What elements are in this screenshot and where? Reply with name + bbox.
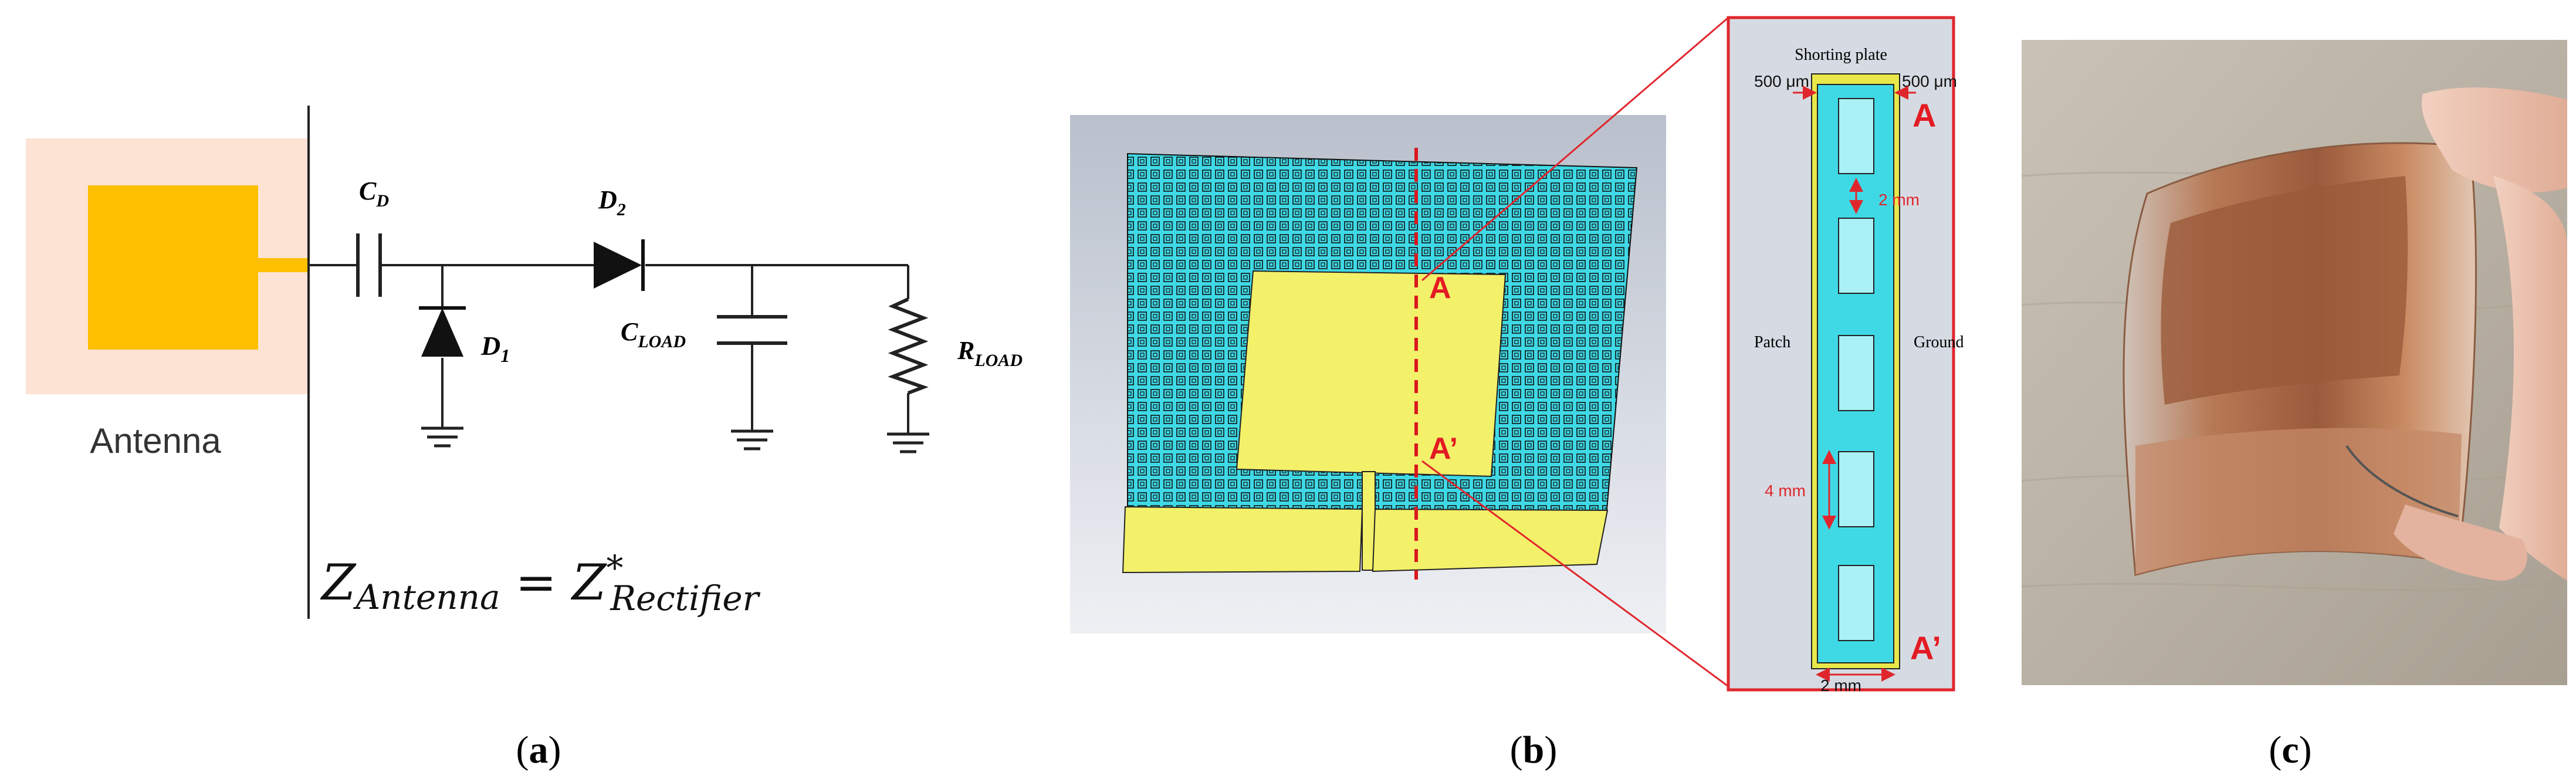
zoom-label-a: A <box>1912 97 1936 134</box>
zoom-label-ground: Ground <box>1914 333 1964 351</box>
cut-label-a-prime: A’ <box>1429 432 1458 466</box>
label-d1: D1 <box>480 331 510 366</box>
panel-c-photo: (c) <box>2021 40 2568 771</box>
antenna-feed-line <box>258 258 309 272</box>
cut-label-a: A <box>1429 271 1451 305</box>
zoom-dim-right: 500 μm <box>1902 72 1957 90</box>
ground-strip-left <box>1122 506 1363 574</box>
feed-wire <box>2345 445 2459 517</box>
ground-symbols <box>421 426 929 453</box>
zoom-dim-width: 2 mm <box>1820 676 1861 695</box>
impedance-equation: ZAntenna=Z*Rectifier <box>320 548 761 618</box>
diode-d2 <box>594 239 645 291</box>
rectifier-wires <box>309 264 909 434</box>
label-d2: D2 <box>598 185 626 219</box>
caption-c: (c) <box>2269 729 2311 771</box>
label-cload: CLOAD <box>621 317 686 351</box>
slot-cells <box>1838 98 1874 641</box>
diode-d1 <box>419 306 466 357</box>
panel-a-circuit: Antenna CD D1 <box>26 106 1023 771</box>
hand-fingers <box>2422 87 2567 193</box>
zoom-dim-left: 500 μm <box>1754 72 1809 90</box>
label-cd: CD <box>359 177 389 211</box>
copper-patch <box>2161 176 2408 405</box>
zoom-label-patch: Patch <box>1754 333 1790 351</box>
capacitor-cd <box>356 233 382 297</box>
panel-b-antenna-layout: A A’ Shorting plate 500 μm 500 μm A 2 mm… <box>1070 16 1964 771</box>
zoom-label-a-prime: A’ <box>1910 629 1941 666</box>
antenna-label: Antenna <box>90 421 221 460</box>
label-rload: RLOAD <box>957 336 1023 370</box>
zoom-title: Shorting plate <box>1795 46 1887 64</box>
ground-strip-right <box>1372 508 1609 573</box>
zoom-connector-top <box>1421 16 1729 282</box>
hand-thumb <box>2394 504 2527 581</box>
ground-band <box>2135 428 2462 575</box>
hand-palm <box>2493 176 2567 581</box>
antenna-patch <box>88 185 258 350</box>
zoom-dim-gap: 2 mm <box>1878 191 1920 209</box>
resistor-rload <box>888 297 929 395</box>
caption-a: (a) <box>516 729 561 771</box>
radiating-patch <box>1235 270 1507 477</box>
zoom-dim-slot: 4 mm <box>1765 482 1806 500</box>
zoom-connector-bottom <box>1421 460 1729 687</box>
capacitor-cload <box>717 315 787 345</box>
caption-b: (b) <box>1510 729 1558 771</box>
